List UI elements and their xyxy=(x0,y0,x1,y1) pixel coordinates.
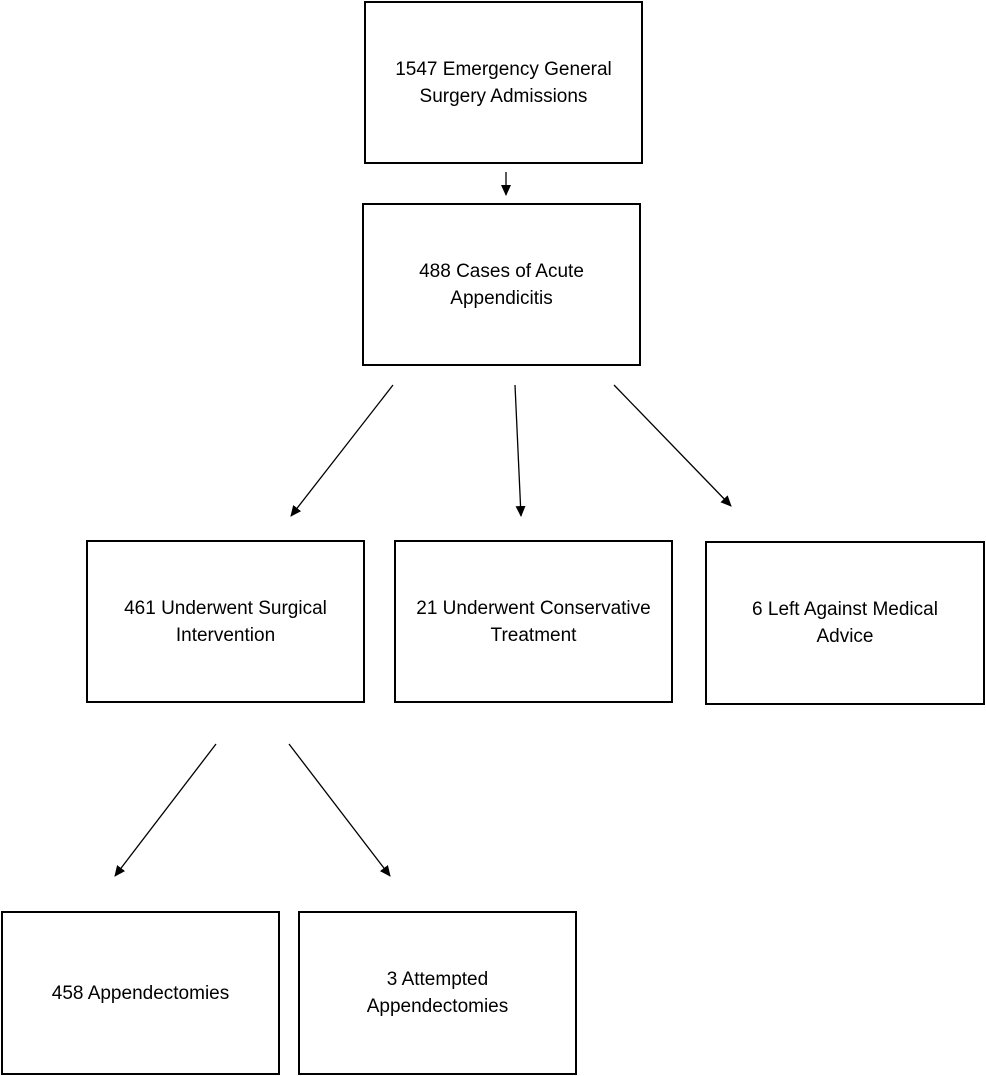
arrow-appendicitis-to-conservative xyxy=(514,384,526,517)
node-surgical-intervention: 461 Underwent Surgical Intervention xyxy=(86,540,365,703)
node-label: 1547 Emergency General Surgery Admission… xyxy=(395,58,612,107)
node-label: 488 Cases of Acute Appendicitis xyxy=(419,260,584,309)
arrow-surgical-to-appendectomies xyxy=(114,743,217,877)
node-acute-appendicitis: 488 Cases of Acute Appendicitis xyxy=(362,203,641,366)
node-appendectomies: 458 Appendectomies xyxy=(1,911,280,1075)
arrow-appendicitis-to-ama xyxy=(613,384,732,507)
node-label: 3 Attempted Appendectomies xyxy=(366,969,509,1017)
arrow-surgical-to-attempted xyxy=(288,743,391,877)
node-left-against-medical-advice: 6 Left Against Medical Advice xyxy=(705,541,985,705)
node-label: 461 Underwent Surgical Intervention xyxy=(124,597,327,646)
node-attempted-appendectomies: 3 Attempted Appendectomies xyxy=(298,911,577,1075)
node-label: 21 Underwent Conservative Treatment xyxy=(416,597,651,646)
node-conservative-treatment: 21 Underwent Conservative Treatment xyxy=(394,540,673,703)
node-label: 6 Left Against Medical Advice xyxy=(752,599,938,647)
node-emergency-admissions: 1547 Emergency General Surgery Admission… xyxy=(364,1,643,164)
node-label: 458 Appendectomies xyxy=(51,982,230,1004)
arrow-appendicitis-to-surgical xyxy=(290,384,394,517)
